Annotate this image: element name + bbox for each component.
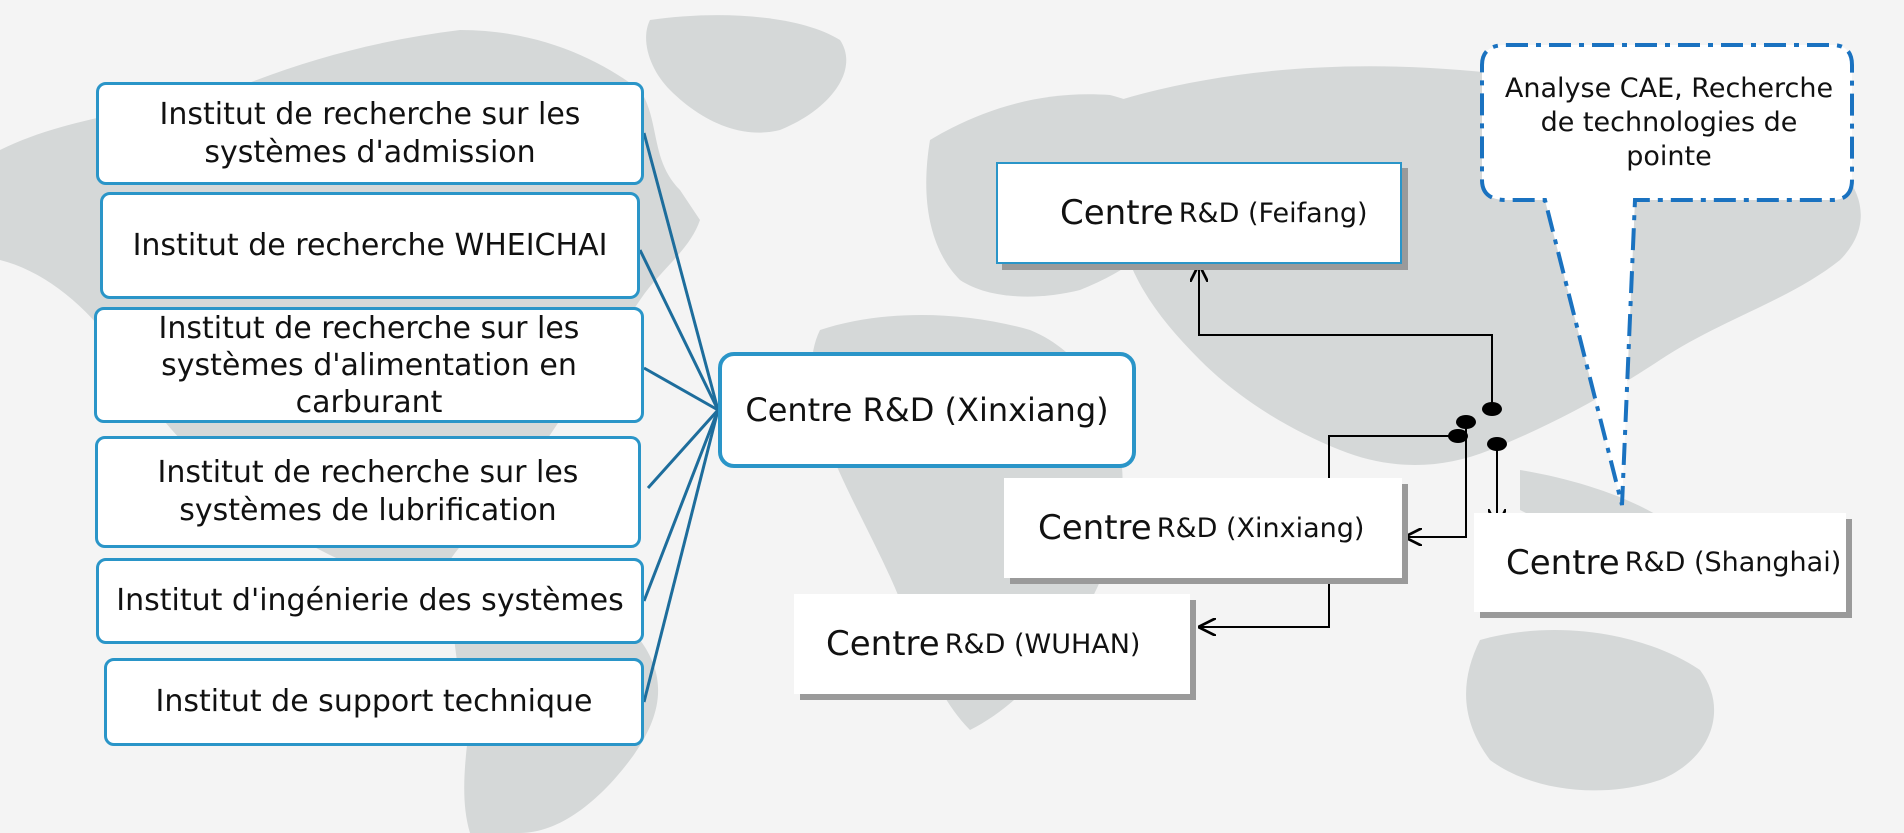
centre-box-shanghai: Centre R&D (Shanghai) <box>1474 513 1846 612</box>
institute-label-line: systèmes d'alimentation en <box>161 347 577 383</box>
centre-prefix: Centre <box>1038 508 1152 548</box>
institute-box-systems-engineering: Institut d'ingénierie des systèmes <box>96 558 644 644</box>
centre-box-xinxiang: Centre R&D (Xinxiang) <box>1004 478 1402 578</box>
institute-box-technical-support: Institut de support technique <box>104 658 644 746</box>
centre-prefix: Centre <box>1060 193 1174 233</box>
institute-label-line: Institut de recherche sur les <box>158 310 580 346</box>
institute-label-line: Institut de recherche sur les <box>157 455 579 490</box>
centre-name: R&D (Feifang) <box>1178 197 1368 229</box>
centre-prefix: Centre <box>826 624 940 664</box>
centre-box-wuhan: Centre R&D (WUHAN) <box>794 594 1190 694</box>
callout-line: pointe <box>1626 141 1712 172</box>
greenland-landmass <box>646 15 847 133</box>
hub-label: Centre R&D (Xinxiang) <box>745 391 1109 429</box>
institute-box-intake-systems: Institut de recherche sur les systèmes d… <box>96 82 644 185</box>
centre-name: R&D (Xinxiang) <box>1156 512 1365 544</box>
institute-label-line: Institut de recherche sur les <box>159 96 581 132</box>
callout-text: Analyse CAE, Recherche de technologies d… <box>1486 72 1852 174</box>
centre-name: R&D (WUHAN) <box>944 628 1141 660</box>
institute-label-line: systèmes d'admission <box>204 134 536 170</box>
institute-label-line: Institut de recherche WHEICHAI <box>132 227 608 263</box>
hub-centre-xinxiang: Centre R&D (Xinxiang) <box>718 352 1136 468</box>
institute-label-line: Institut d'ingénierie des systèmes <box>116 583 624 618</box>
centre-name: R&D (Shanghai) <box>1624 547 1842 578</box>
institute-box-wheichai: Institut de recherche WHEICHAI <box>100 192 640 299</box>
centre-prefix: Centre <box>1506 542 1620 583</box>
callout-line: de technologies de <box>1540 107 1798 138</box>
institute-label-line: carburant <box>295 384 443 420</box>
institute-label-line: Institut de support technique <box>155 684 593 719</box>
centre-box-feifang: Centre R&D (Feifang) <box>996 162 1402 264</box>
institute-box-fuel-systems: Institut de recherche sur les systèmes d… <box>94 307 644 423</box>
australia-landmass <box>1466 630 1715 791</box>
institute-label-line: systèmes de lubrification <box>179 493 557 528</box>
institute-box-lubrication-systems: Institut de recherche sur les systèmes d… <box>95 436 641 548</box>
callout-line: Analyse CAE, Recherche <box>1504 73 1834 104</box>
